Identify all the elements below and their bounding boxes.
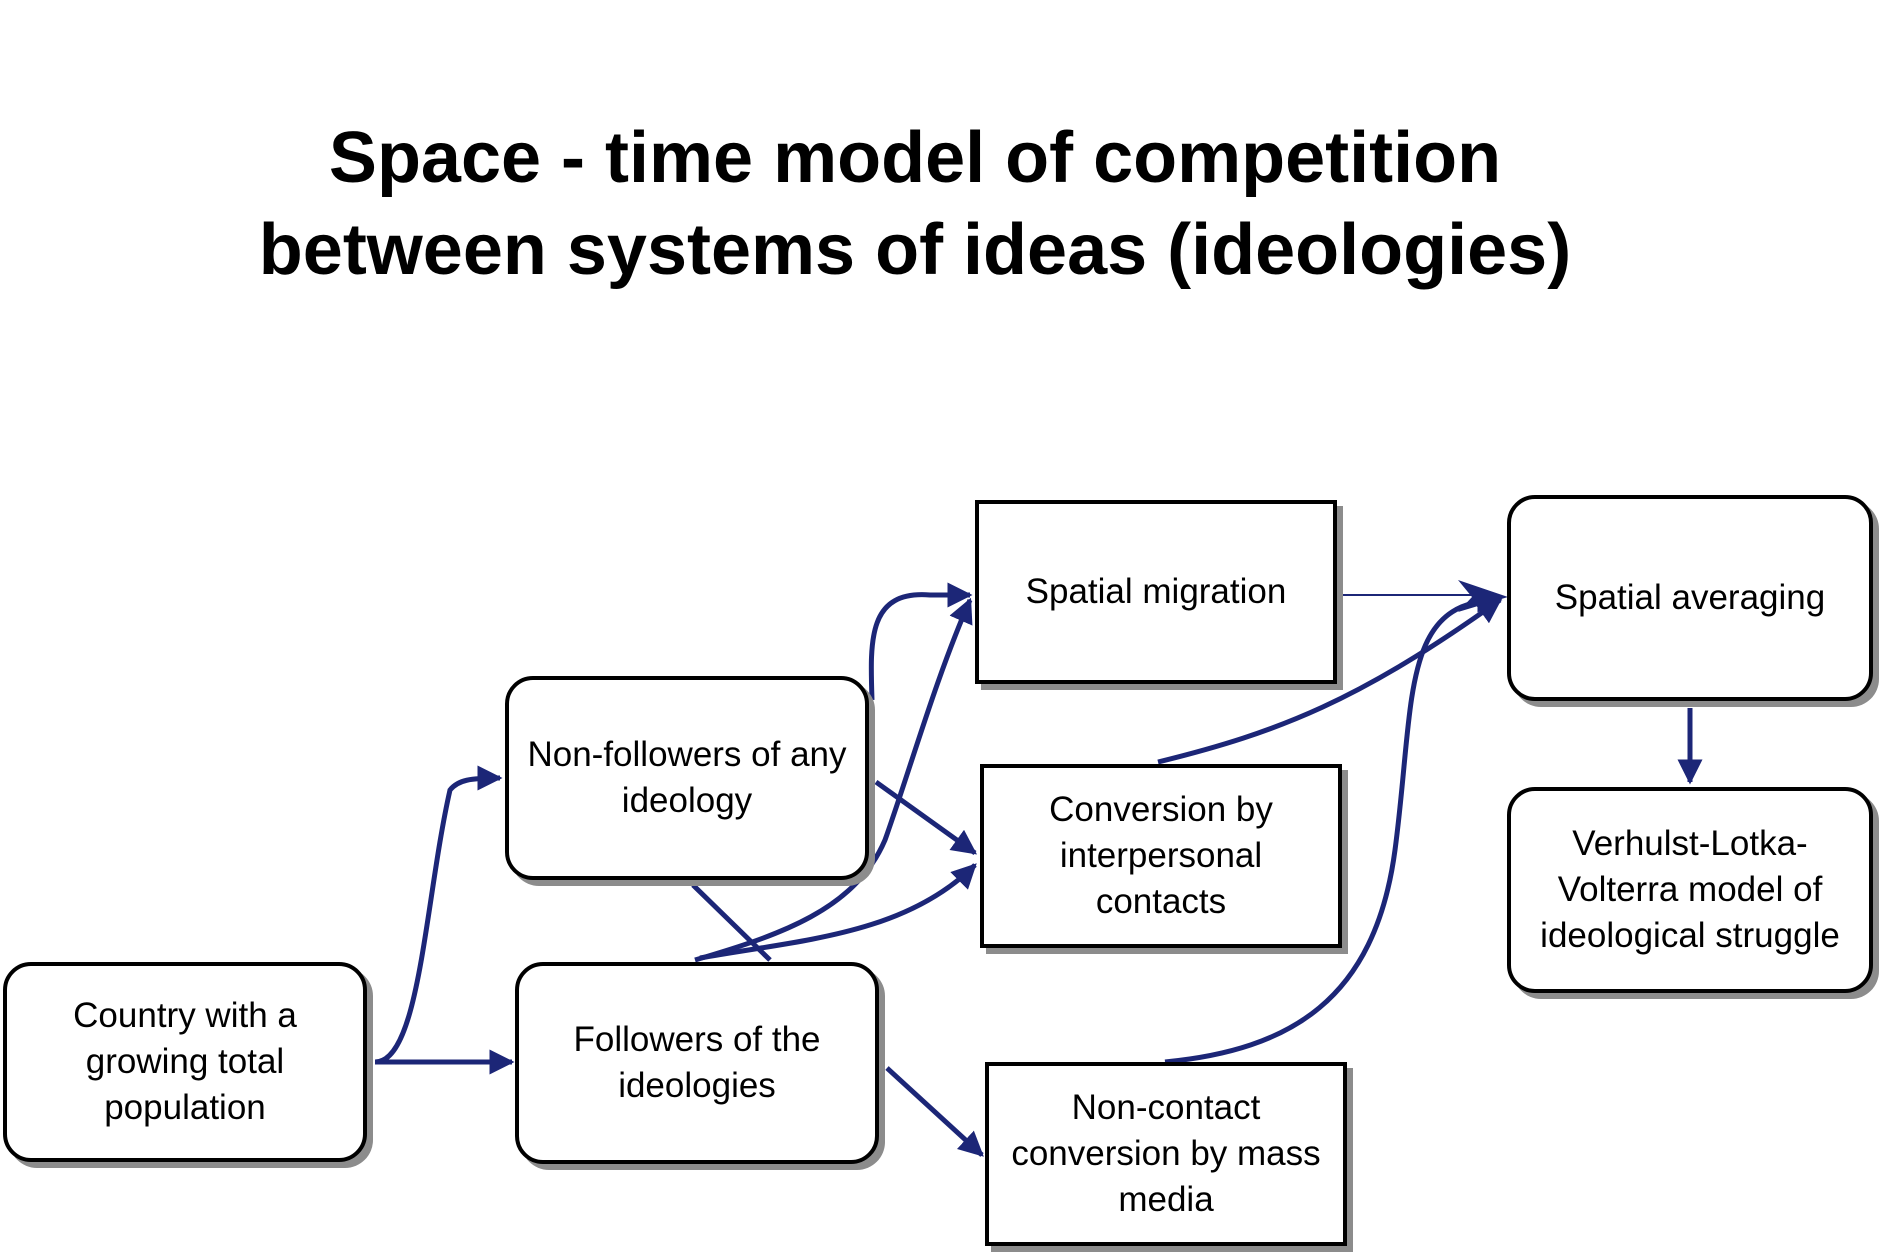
- node-vlv-model-label: Verhulst-Lotka-Volterra model of ideolog…: [1540, 824, 1840, 955]
- arrow-nonfollowers-to-interpersonal: [874, 779, 978, 856]
- node-mass-media-label: Non-contact conversion by mass media: [1011, 1088, 1321, 1219]
- node-country-population: Country with a growing total population: [3, 962, 367, 1162]
- node-non-followers-label: Non-followers of any ideology: [527, 735, 847, 820]
- node-followers-label: Followers of the ideologies: [573, 1020, 821, 1105]
- title-line-2: between systems of ideas (ideologies): [258, 210, 1572, 290]
- arrow-followers-to-interpersonal: [699, 863, 977, 961]
- diagram-title: Space - time model of competition betwee…: [0, 112, 1830, 296]
- arrow-interpersonal-to-averaging: [1157, 597, 1503, 765]
- node-interpersonal-label: Conversion by interpersonal contacts: [1049, 790, 1273, 921]
- node-spatial-migration: Spatial migration: [975, 500, 1337, 684]
- node-country-label: Country with a growing total population: [73, 996, 297, 1127]
- arrow-massmedia-to-averaging: [1164, 587, 1503, 1065]
- arrowhead-migration-to-averaging: [1458, 580, 1508, 612]
- node-mass-media-conversion: Non-contact conversion by mass media: [985, 1062, 1347, 1246]
- arrow-nonfollowers-to-migration: [868, 582, 973, 701]
- title-line-1: Space - time model of competition: [328, 118, 1502, 198]
- node-interpersonal-conversion: Conversion by interpersonal contacts: [980, 764, 1342, 948]
- node-vlv-model: Verhulst-Lotka-Volterra model of ideolog…: [1507, 787, 1873, 993]
- arrow-country-to-nonfollowers: [374, 765, 503, 1065]
- node-spatial-migration-label: Spatial migration: [1025, 572, 1287, 611]
- node-spatial-averaging: Spatial averaging: [1507, 495, 1873, 701]
- node-non-followers: Non-followers of any ideology: [505, 676, 869, 880]
- node-spatial-averaging-label: Spatial averaging: [1554, 578, 1826, 617]
- node-followers: Followers of the ideologies: [515, 962, 879, 1164]
- arrow-followers-to-massmedia: [885, 1066, 984, 1157]
- arrow-followers-to-migration: [694, 597, 973, 963]
